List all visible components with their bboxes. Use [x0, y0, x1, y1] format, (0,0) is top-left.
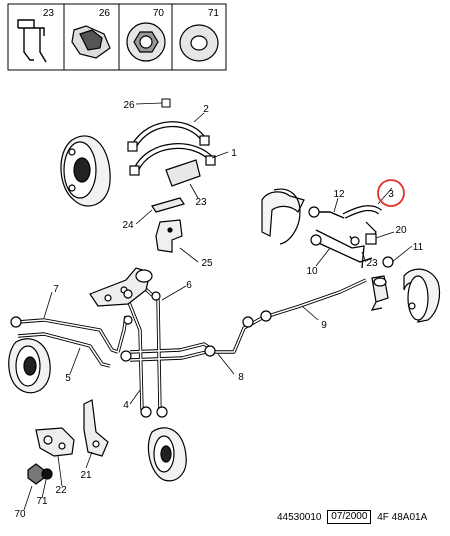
- rear-valve-assembly: [35, 399, 109, 457]
- washer-71-icon: [179, 24, 219, 62]
- callout-3: 3: [388, 189, 394, 200]
- part-26-square: [161, 98, 171, 108]
- header-part-26-label: 26: [99, 8, 111, 19]
- clip-23-icon: [17, 19, 47, 63]
- header-parts-strip: 23 26 70 71: [7, 3, 227, 71]
- callout-10: 10: [306, 266, 318, 277]
- callout-8: 8: [238, 372, 244, 383]
- footer-reference: 44530010: [277, 511, 322, 523]
- callout-24: 24: [122, 220, 134, 231]
- brake-pipe-network: [17, 278, 367, 413]
- washer-71-small: [41, 468, 53, 480]
- bracket-25: [155, 219, 183, 253]
- pipe-12-and-hose-3: [316, 205, 382, 245]
- callout-26: 26: [123, 100, 135, 111]
- callout-23: 23: [195, 197, 207, 208]
- clip-26-icon: [71, 25, 111, 59]
- master-cylinder: [89, 267, 153, 307]
- front-right-caliper: [261, 188, 305, 245]
- callout-23: 23: [366, 258, 378, 269]
- callout-9: 9: [321, 320, 327, 331]
- diagram-footer: 44530010 07/2000 4F 48A01A: [277, 510, 427, 524]
- callout-22: 22: [55, 485, 67, 496]
- rear-right-caliper: [403, 268, 441, 323]
- callout-5: 5: [65, 373, 71, 384]
- clip-24: [151, 197, 185, 213]
- callout-2: 2: [203, 104, 209, 115]
- front-left-brake-disc: [60, 135, 111, 207]
- callout-7: 7: [53, 284, 59, 295]
- header-part-71-label: 71: [208, 8, 220, 19]
- callout-labels: 26 2 1 23 24 25 12 3 20 11 10 23 7 6 9 5…: [14, 100, 423, 520]
- header-part-70-label: 70: [153, 8, 165, 19]
- rear-right-drum: [147, 427, 187, 482]
- highlight-ring-callout-3: [377, 179, 405, 207]
- footer-date: 07/2000: [327, 510, 372, 524]
- nut-70-icon: [126, 22, 166, 62]
- pressure-valve: [370, 275, 389, 311]
- brake-pipe-network-inner: [17, 279, 367, 413]
- callout-20: 20: [395, 225, 407, 236]
- bracket-10: [311, 229, 373, 269]
- callout-11: 11: [413, 242, 424, 253]
- callout-6: 6: [186, 280, 192, 291]
- callout-12: 12: [333, 189, 345, 200]
- pipe-fittings: [10, 206, 394, 418]
- flexible-hoses: [127, 121, 216, 176]
- callout-70: 70: [14, 509, 26, 520]
- header-part-23-label: 23: [43, 8, 55, 19]
- callout-1: 1: [231, 148, 237, 159]
- callout-25: 25: [201, 258, 213, 269]
- callout-4: 4: [123, 400, 129, 411]
- bracket-23: [165, 159, 201, 187]
- rear-left-drum: [8, 338, 51, 394]
- callout-21: 21: [80, 470, 92, 481]
- footer-code: 4F 48A01A: [377, 511, 428, 523]
- callout-71: 71: [36, 496, 48, 507]
